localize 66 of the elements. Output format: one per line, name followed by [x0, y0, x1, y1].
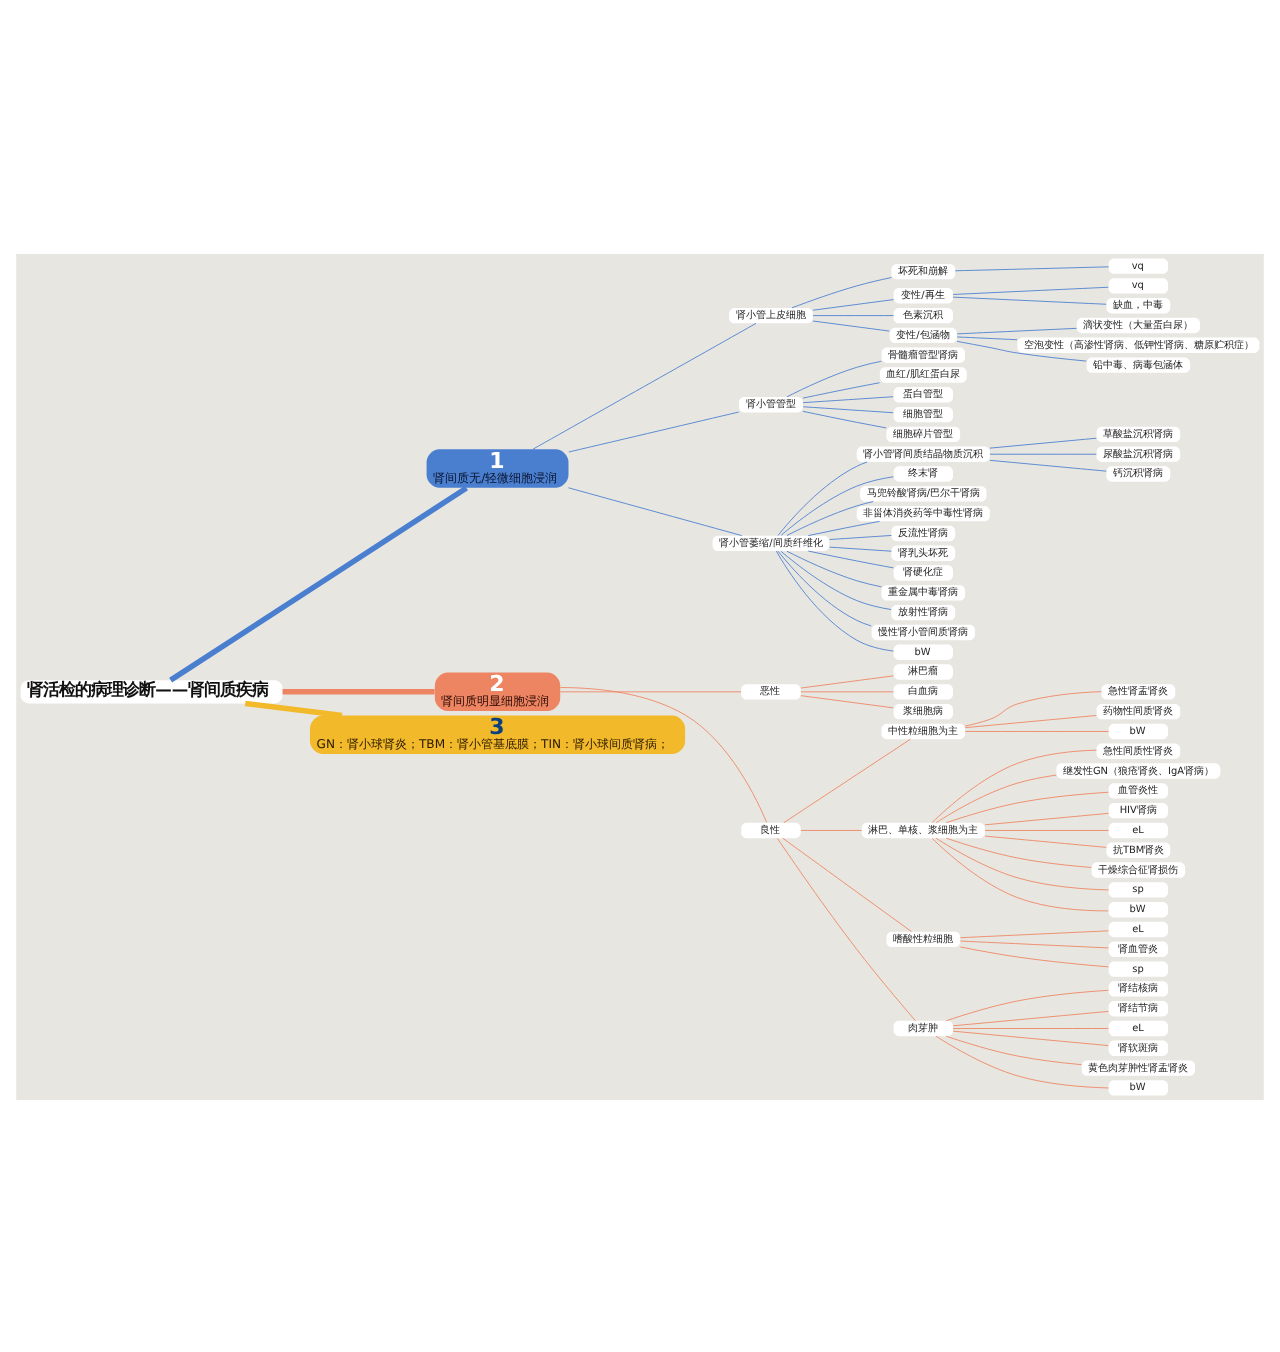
connector: [532, 321, 757, 449]
connector: [984, 834, 1107, 847]
connector: [282, 688, 435, 694]
connector: [952, 1029, 1109, 1046]
connector: [935, 836, 1110, 890]
connector: [935, 773, 1057, 823]
connector: [786, 500, 874, 535]
connector: [964, 690, 1102, 726]
connector: [931, 836, 1109, 911]
connector: [965, 730, 1110, 731]
connector: [800, 694, 894, 708]
connector: [989, 458, 1107, 471]
connector: [780, 475, 894, 535]
connector: [945, 836, 1092, 867]
connector: [568, 486, 743, 536]
connector: [568, 410, 740, 452]
connector: [960, 939, 1109, 948]
connector: [807, 549, 894, 568]
connector: [777, 549, 872, 626]
connector: [777, 460, 868, 535]
connector: [945, 988, 1109, 1021]
connector: [244, 699, 343, 718]
connector: [800, 674, 894, 688]
connector: [952, 295, 1107, 304]
connector: [800, 829, 863, 830]
connector: [775, 549, 894, 651]
connector: [960, 945, 1109, 967]
connector: [960, 929, 1109, 938]
connector: [783, 737, 911, 823]
connector: [956, 339, 1087, 361]
connector: [802, 395, 894, 403]
connector: [800, 690, 894, 692]
connector: [802, 409, 887, 428]
connector: [807, 519, 880, 536]
connector: [560, 686, 768, 822]
connector: [560, 690, 742, 692]
connector: [984, 829, 1110, 830]
connector: [782, 836, 912, 932]
connector: [802, 381, 880, 398]
connector: [812, 314, 894, 316]
connector: [931, 748, 1097, 822]
connector: [952, 1009, 1109, 1026]
connector: [952, 285, 1109, 294]
connector: [786, 359, 882, 397]
connector: [984, 811, 1110, 825]
connector: [812, 319, 890, 331]
connector: [786, 549, 882, 587]
node-box: 肾活检的病理诊断——肾间质疾病: [20, 679, 283, 703]
connector: [776, 836, 916, 1021]
connector: [829, 545, 892, 551]
connector: [952, 1027, 1109, 1028]
connector: [956, 335, 1018, 340]
connector: [945, 1034, 1082, 1065]
connector: [945, 790, 1109, 823]
connector: [965, 714, 1097, 728]
connector: [935, 1034, 1110, 1088]
connector: [956, 326, 1077, 334]
connector: [791, 276, 892, 308]
connector: [989, 452, 1097, 454]
connector: [954, 265, 1110, 271]
connector: [169, 484, 468, 682]
connector: [829, 534, 892, 539]
connector: [802, 405, 894, 413]
connector: [780, 550, 892, 609]
connector: [812, 298, 894, 310]
connector: [989, 436, 1097, 448]
